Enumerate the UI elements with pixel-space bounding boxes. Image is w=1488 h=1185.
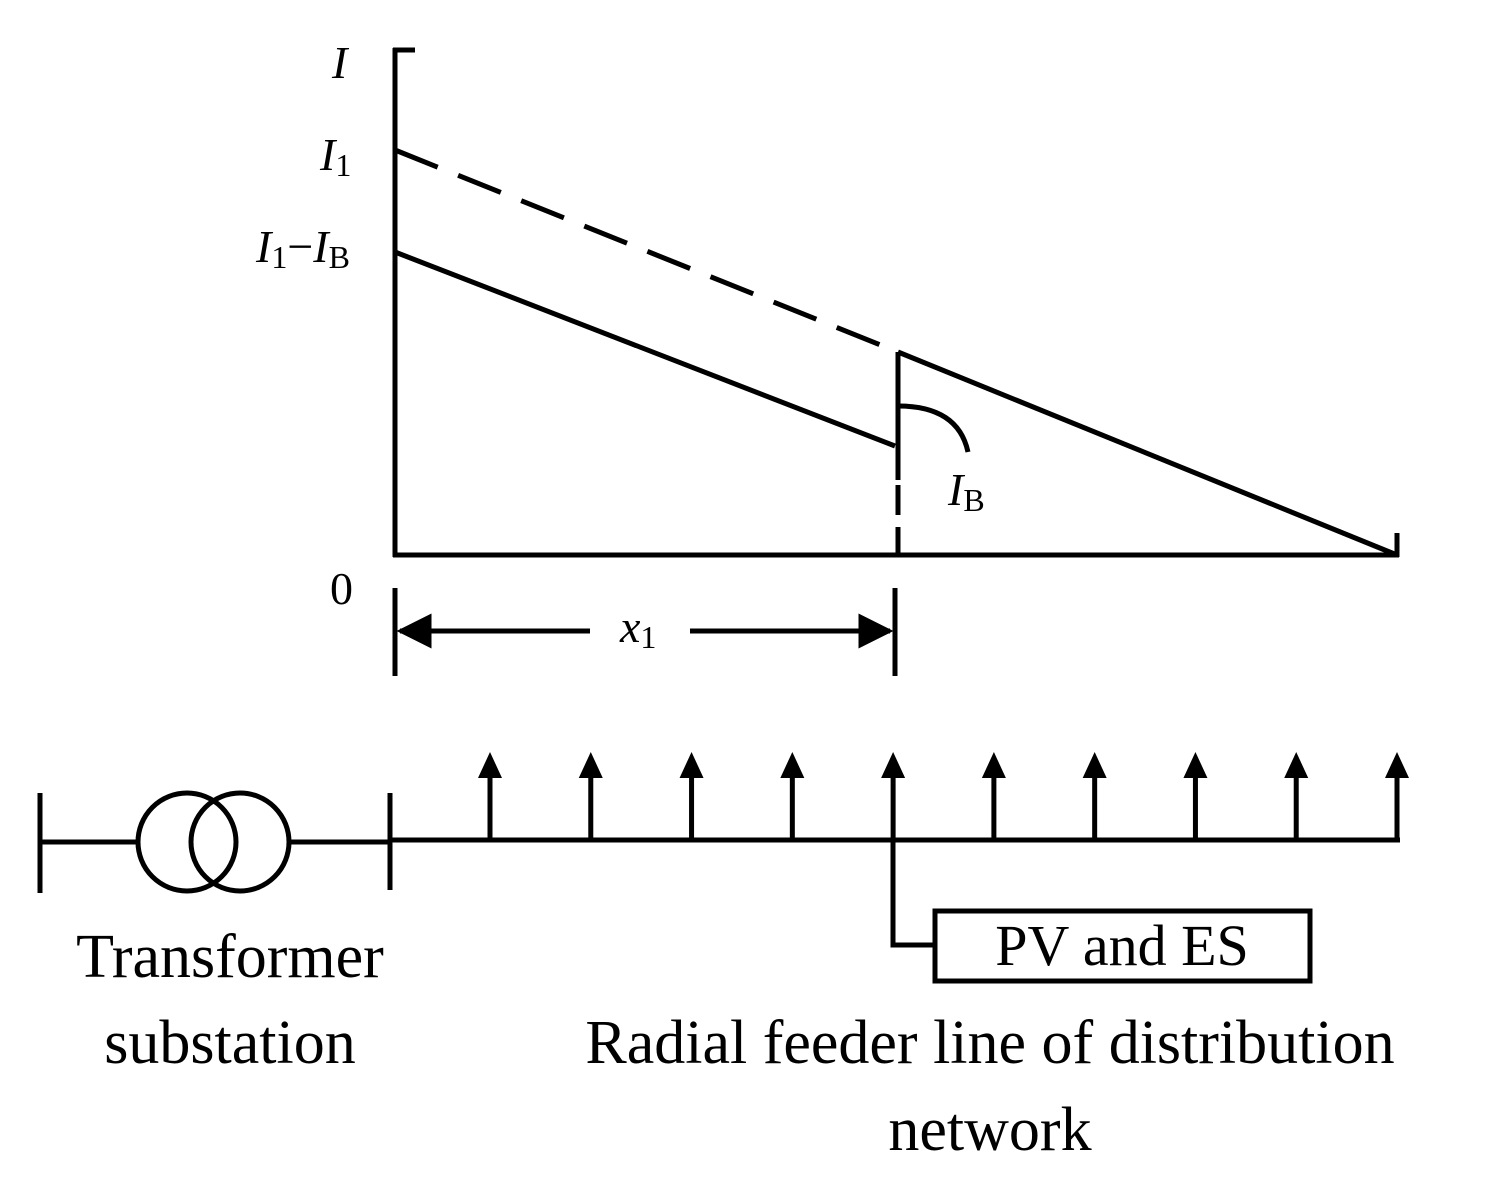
distance-label-x1: x1 — [619, 601, 656, 655]
y-tick-i1: I1 — [319, 129, 351, 183]
current-without-storage-dashed-line — [394, 147, 899, 355]
pv-es-connection-line — [890, 840, 935, 948]
load-arrows — [478, 752, 1409, 840]
feeder-label-line2: network — [888, 1096, 1091, 1164]
network-schematic: PV and ES Transformer substation Radial … — [37, 752, 1409, 1164]
load-arrow — [881, 752, 906, 840]
pv-es-box-label: PV and ES — [995, 913, 1249, 978]
current-with-storage-line — [394, 249, 896, 449]
load-arrow — [1284, 752, 1309, 840]
load-arrow — [478, 752, 502, 840]
y-tick-i1-minus-ib: I1−IB — [255, 221, 350, 275]
load-arrow — [1183, 752, 1208, 840]
load-arrow — [1082, 752, 1107, 840]
current-profile-plot: I I1 I1−IB 0 IB x1 — [255, 37, 1400, 676]
step-label-ib: IB — [947, 464, 985, 518]
transformer-icon — [135, 790, 292, 894]
y-axis-label: I — [331, 37, 350, 88]
load-arrow — [679, 752, 704, 840]
pv-es-box — [932, 908, 1313, 984]
substation-label-line1: Transformer — [76, 923, 384, 991]
feeder-label-line1: Radial feeder line of distribution — [585, 1009, 1394, 1077]
origin-label: 0 — [330, 563, 353, 614]
load-arrow — [981, 752, 1006, 840]
load-arrow — [780, 752, 805, 840]
load-arrow — [578, 752, 603, 840]
load-arrow — [1385, 752, 1409, 840]
step-annotation-arc — [897, 403, 971, 453]
current-after-injection-line — [897, 349, 1398, 558]
substation-label-line2: substation — [104, 1009, 355, 1077]
